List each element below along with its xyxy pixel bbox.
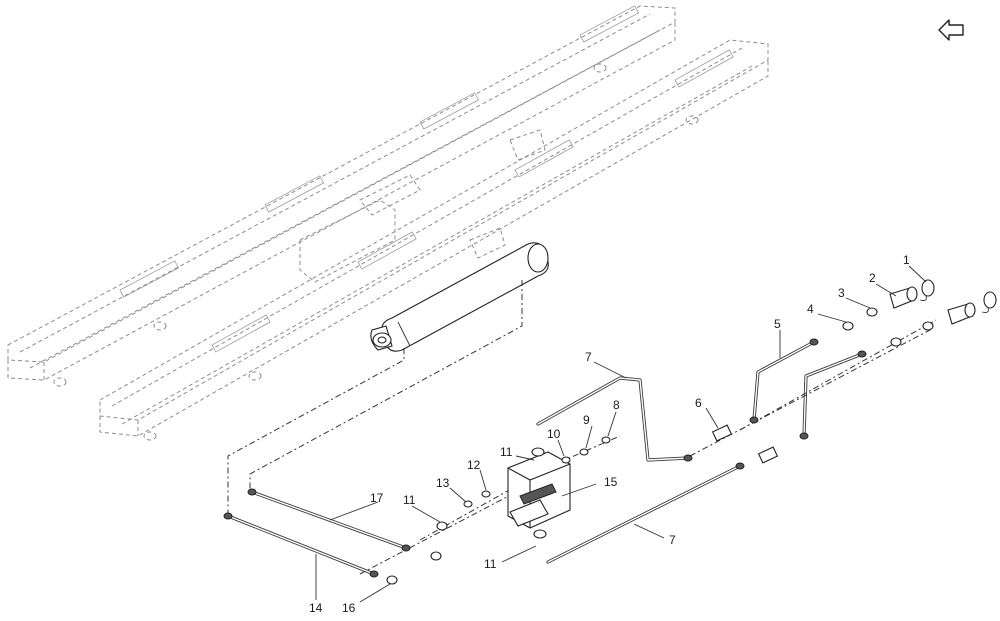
- hose-7-upper: [536, 376, 690, 462]
- callout-leaders: [315, 265, 927, 603]
- hydraulic-cylinder: [370, 242, 549, 352]
- callout-11a: 11: [500, 445, 513, 459]
- control-valve: [507, 447, 571, 539]
- hose-14: [226, 514, 376, 576]
- callout-7a: 7: [585, 350, 592, 364]
- hose-7-lower: [546, 464, 742, 564]
- callout-11c: 11: [484, 557, 497, 571]
- callout-11b: 11: [403, 493, 416, 507]
- callout-3: 3: [838, 286, 845, 300]
- frame-rail-lower: [99, 39, 769, 441]
- callout-13: 13: [436, 476, 450, 490]
- callout-1: 1: [903, 253, 910, 267]
- callout-2: 2: [869, 271, 876, 285]
- callout-6: 6: [695, 396, 702, 410]
- callout-9: 9: [583, 413, 590, 427]
- callout-7b: 7: [669, 533, 676, 547]
- callout-8: 8: [613, 398, 620, 412]
- cylinder-dash-lines: [227, 280, 523, 514]
- callout-4: 4: [807, 302, 814, 316]
- callout-14: 14: [309, 601, 323, 615]
- callout-labels: 1 2 3 4 5 6 7 7 8 9 10 11 11 11 12 13 14…: [309, 253, 910, 615]
- fitting-parts: [223, 279, 997, 585]
- callout-12: 12: [467, 458, 481, 472]
- callout-10: 10: [547, 427, 561, 441]
- hose-17: [250, 490, 408, 550]
- frame-rail-upper: [7, 5, 676, 387]
- callout-5: 5: [774, 317, 781, 331]
- frame-cross-member: [299, 129, 546, 283]
- callout-15: 15: [604, 475, 618, 489]
- callout-16: 16: [342, 601, 356, 615]
- hose-5-right: [802, 352, 864, 438]
- return-arrow-icon[interactable]: [938, 19, 964, 41]
- callout-17: 17: [370, 491, 384, 505]
- hose-5-left: [752, 340, 816, 422]
